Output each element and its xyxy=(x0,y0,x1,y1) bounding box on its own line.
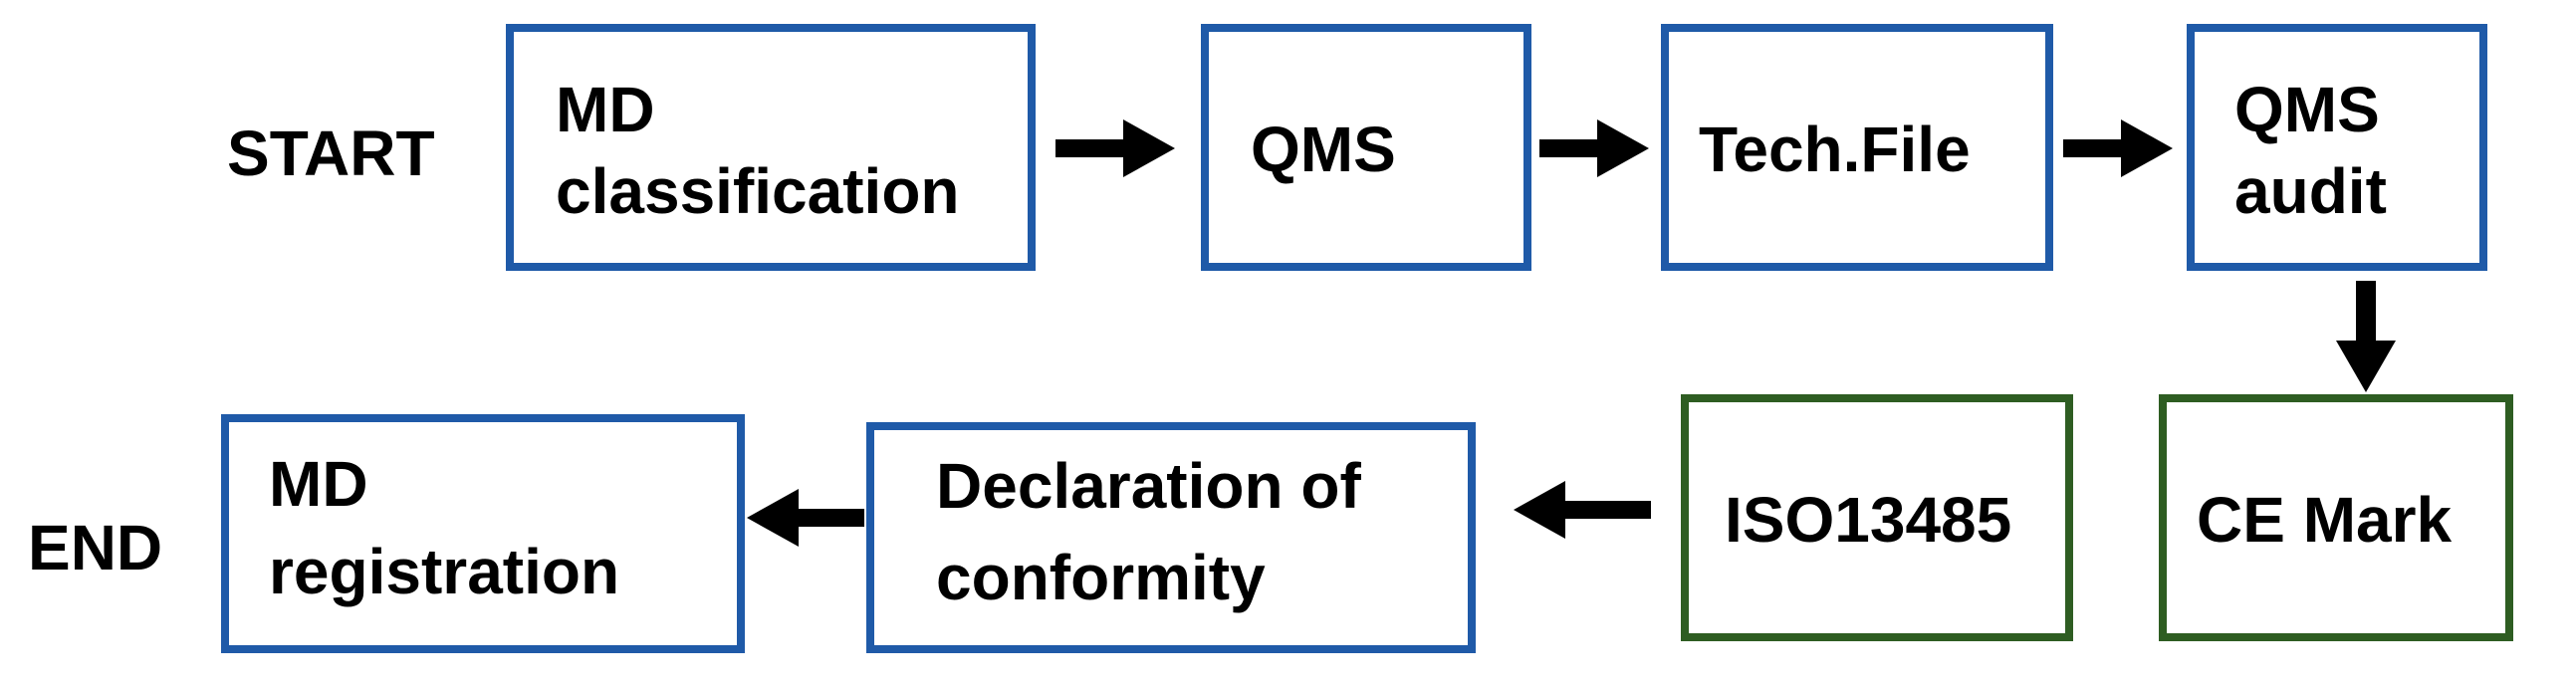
node-qms-audit-line1: QMS xyxy=(2234,74,2380,145)
node-qms-audit: QMS audit xyxy=(2187,24,2487,271)
node-qms: QMS xyxy=(1201,24,1531,271)
node-md-registration-line2: registration xyxy=(269,536,620,607)
node-md-registration: MD registration xyxy=(221,414,745,653)
node-declaration-line2: conformity xyxy=(936,542,1266,613)
arrow-left-icon xyxy=(747,489,864,547)
arrow-down-icon xyxy=(2336,281,2396,392)
node-iso13485: ISO13485 xyxy=(1681,394,2073,641)
node-qms-label: QMS xyxy=(1251,114,1396,185)
node-md-classification: MD classification xyxy=(506,24,1036,271)
arrow-right-icon xyxy=(1055,119,1175,177)
node-tech-file-label: Tech.File xyxy=(1699,114,1971,185)
node-ce-mark: CE Mark xyxy=(2159,394,2513,641)
node-tech-file: Tech.File xyxy=(1661,24,2053,271)
node-md-classification-line2: classification xyxy=(556,155,960,227)
arrow-right-icon xyxy=(2063,119,2173,177)
node-ce-mark-label: CE Mark xyxy=(2197,484,2453,556)
node-qms-audit-line2: audit xyxy=(2234,155,2387,227)
end-label: END xyxy=(28,512,163,583)
start-label: START xyxy=(227,117,435,189)
node-md-classification-line1: MD xyxy=(556,74,655,145)
node-md-registration-line1: MD xyxy=(269,448,368,520)
node-declaration-of-conformity: Declaration of conformity xyxy=(866,422,1476,653)
node-declaration-line1: Declaration of xyxy=(936,450,1361,522)
node-iso13485-label: ISO13485 xyxy=(1725,484,2012,556)
arrow-right-icon xyxy=(1539,119,1649,177)
arrow-left-icon xyxy=(1514,481,1651,539)
